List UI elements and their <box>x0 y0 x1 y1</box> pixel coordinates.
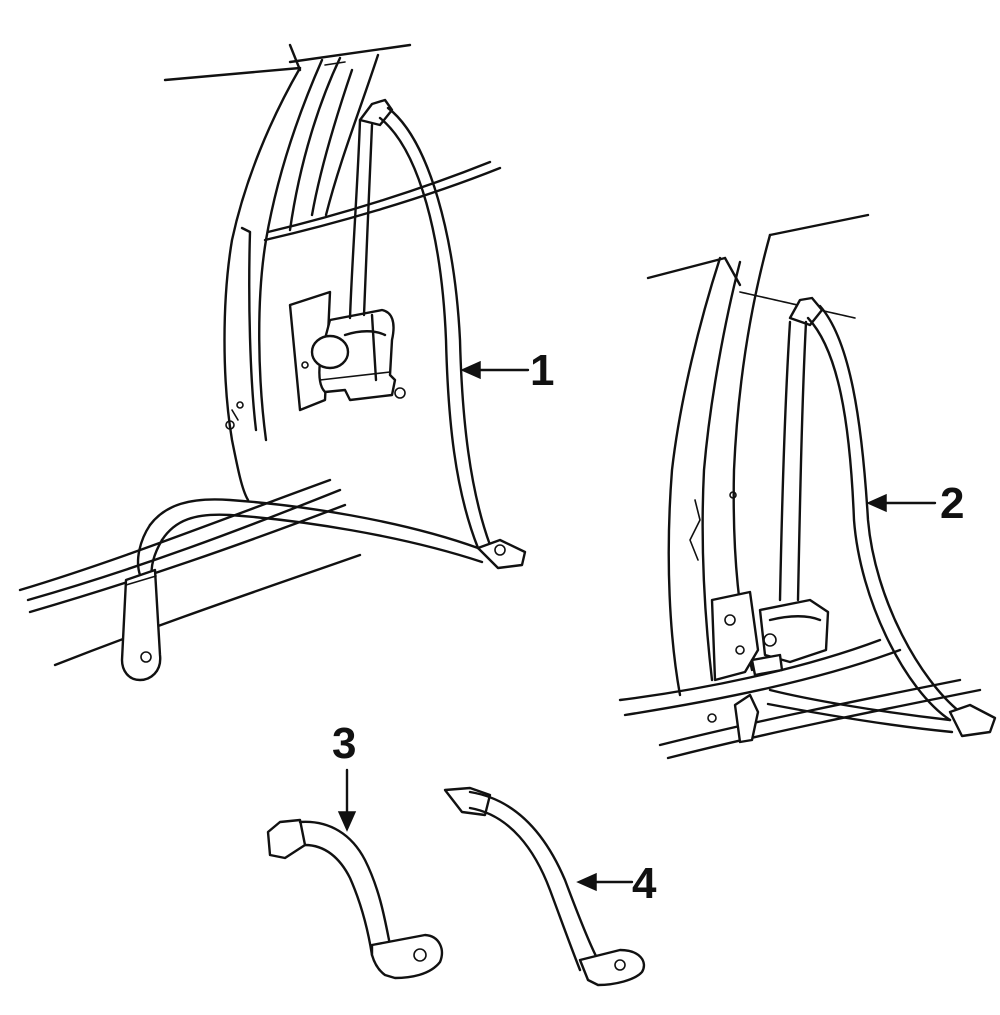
callout-1-label: 1 <box>530 346 554 395</box>
callout-4: 4 <box>576 859 657 908</box>
callout-2-label: 2 <box>940 479 964 528</box>
front-seat-belt-assembly <box>18 43 527 682</box>
callout-2: 2 <box>866 479 964 528</box>
rear-seat-belt-assembly <box>618 213 997 760</box>
callout-3-label: 3 <box>332 719 356 768</box>
callout-4-label: 4 <box>632 859 657 908</box>
callout-1: 1 <box>460 346 554 395</box>
callout-3: 3 <box>332 719 356 832</box>
buckle-strap-part-4 <box>443 786 646 987</box>
buckle-strap-part-3 <box>266 818 444 980</box>
